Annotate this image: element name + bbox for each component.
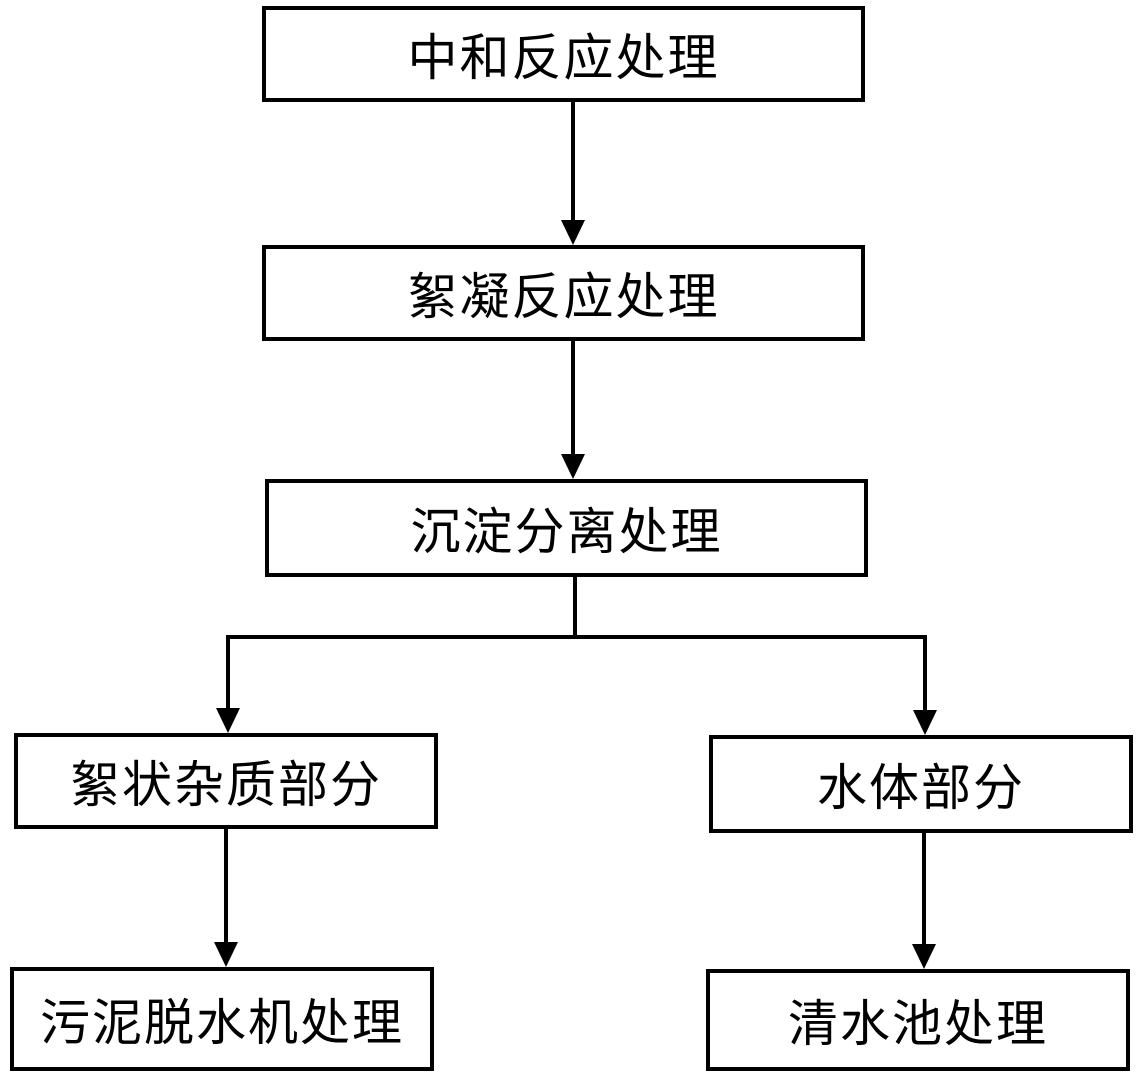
node-sludge-dewatering: 污泥脱水机处理 (10, 967, 434, 1071)
arrowhead-clear-water-pool (912, 944, 936, 969)
node-flocculation: 絮凝反应处理 (262, 245, 865, 341)
node-label: 清水池处理 (788, 995, 1048, 1053)
node-label: 絮状杂质部分 (70, 756, 382, 814)
arrowhead-floc-impurities (216, 708, 240, 733)
arrowhead-flocculation (561, 220, 585, 245)
node-neutralization: 中和反应处理 (262, 6, 865, 102)
node-water-body: 水体部分 (709, 735, 1133, 833)
node-sedimentation: 沉淀分离处理 (265, 479, 868, 577)
connector-split-to-water-body (575, 635, 927, 712)
node-label: 中和反应处理 (407, 29, 720, 87)
node-floc-impurities: 絮状杂质部分 (14, 733, 438, 829)
connector-split-to-floc-impurities (226, 635, 575, 710)
arrowhead-water-body (913, 710, 937, 735)
arrowhead-sedimentation (561, 454, 585, 479)
node-label: 污泥脱水机处理 (40, 994, 404, 1052)
node-clear-water-pool: 清水池处理 (706, 969, 1130, 1071)
arrowhead-sludge-dewatering (214, 942, 238, 967)
node-label: 沉淀分离处理 (410, 503, 723, 561)
node-label: 水体部分 (817, 759, 1025, 817)
node-label: 絮凝反应处理 (407, 268, 720, 326)
